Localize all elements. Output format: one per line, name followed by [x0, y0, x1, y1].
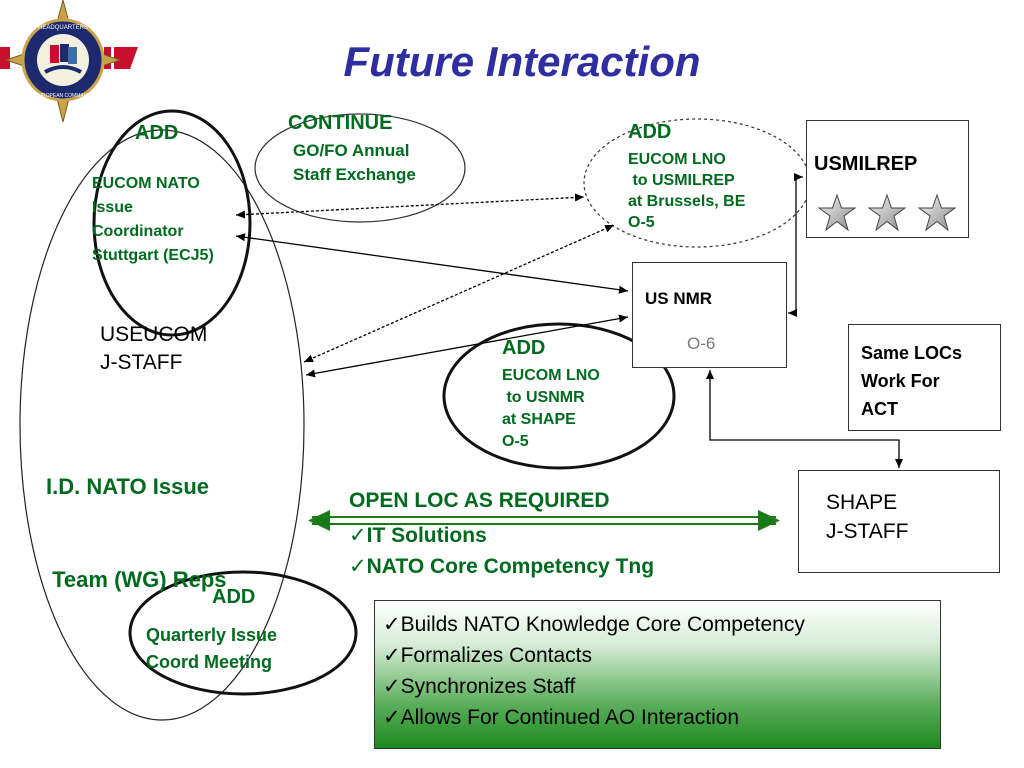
open-loc-list: ✓IT Solutions ✓NATO Core Competency Tng: [349, 520, 654, 582]
open-loc-header: OPEN LOC AS REQUIRED: [349, 489, 610, 512]
usmilrep-lno-line: to USMILREP: [628, 172, 735, 189]
benefit-text: Synchronizes Staff: [400, 675, 576, 698]
open-loc-item: ✓IT Solutions: [349, 520, 654, 551]
checkmark-icon: ✓: [383, 644, 401, 667]
usmilrep-lno-header: ADD: [628, 121, 672, 143]
ecj5-line: Stuttgart (ECJ5): [92, 247, 214, 264]
useucom-oval: [19, 129, 305, 721]
usnmr-lno-line: to USNMR: [502, 389, 585, 406]
quarterly-add-header: ADD: [212, 586, 256, 608]
shape-line: J-STAFF: [826, 520, 909, 543]
eucom-headquarters-emblem: HEADQUARTERS EUROPEAN COMMAND: [0, 0, 138, 123]
continue-line: GO/FO Annual: [293, 141, 410, 160]
shape-text: SHAPE J-STAFF: [826, 488, 908, 546]
same-locs-line: Work For: [861, 371, 940, 391]
id-nato-label: I.D. NATO Issue Team (WG) Reps: [46, 409, 227, 626]
same-locs-line: ACT: [861, 399, 898, 419]
usmilrep-lno-line: at Brussels, BE: [628, 193, 746, 210]
same-locs-line: Same LOCs: [861, 343, 963, 363]
svg-text:HEADQUARTERS: HEADQUARTERS: [38, 25, 88, 31]
us-nmr-box: US NMR O-6: [632, 262, 787, 368]
arrow-ecj5-usnmr: [235, 233, 629, 294]
same-locs-text: Same LOCs Work For ACT: [861, 339, 962, 423]
benefit-item: ✓Formalizes Contacts: [383, 640, 940, 671]
usnmr-lno-line: O-5: [502, 433, 529, 450]
arrow-useucom-usnmr: [305, 314, 629, 378]
ecj5-line: Coordinator: [92, 223, 184, 240]
continue-oval: [254, 113, 466, 223]
usnmr-lno-header: ADD: [502, 337, 546, 359]
dotted-arrow-diagonal: [303, 224, 615, 363]
benefit-text: Allows For Continued AO Interaction: [400, 706, 740, 729]
id-nato-line: Team (WG) Reps: [46, 567, 227, 592]
usmilrep-box: USMILREP: [806, 120, 969, 238]
ecj5-add-header: ADD: [135, 122, 179, 144]
benefit-text: Builds NATO Knowledge Core Competency: [400, 613, 805, 636]
open-loc-arrow-right-head: [758, 510, 780, 531]
continue-header: CONTINUE: [288, 112, 393, 134]
quarterly-oval: [128, 570, 358, 696]
useucom-line: USEUCOM: [100, 323, 208, 346]
usmilrep-lno-line: EUCOM LNO: [628, 151, 726, 168]
checkmark-icon: ✓: [349, 555, 367, 578]
usmilrep-lno-line: O-5: [628, 214, 655, 231]
svg-text:EUROPEAN COMMAND: EUROPEAN COMMAND: [35, 93, 91, 99]
benefits-box: ✓Builds NATO Knowledge Core Competency ✓…: [374, 600, 941, 749]
us-nmr-label: US NMR: [645, 289, 713, 308]
usmilrep-lno-text: EUCOM LNO to USMILREP at Brussels, BE O-…: [628, 149, 745, 233]
ecj5-oval: [92, 109, 252, 337]
usnmr-lno-line: at SHAPE: [502, 411, 576, 428]
usnmr-lno-text: EUCOM LNO to USNMR at SHAPE O-5: [502, 365, 600, 453]
dotted-arrow-top: [235, 193, 585, 219]
usnmr-lno-line: EUCOM LNO: [502, 367, 600, 384]
continue-line: Staff Exchange: [293, 165, 416, 184]
us-nmr-grade: O-6: [687, 334, 716, 353]
same-locs-box: Same LOCs Work For ACT: [848, 324, 1001, 431]
quarterly-text: Quarterly Issue Coord Meeting: [146, 622, 277, 676]
benefit-item: ✓Allows For Continued AO Interaction: [383, 702, 940, 733]
checkmark-icon: ✓: [383, 675, 401, 698]
arrow-usnmr-shape: [706, 370, 903, 468]
continue-text: GO/FO Annual Staff Exchange: [293, 139, 416, 187]
id-nato-line: I.D. NATO Issue: [46, 474, 210, 499]
ecj5-line: EUCOM NATO: [92, 175, 200, 192]
useucom-label: USEUCOM J-STAFF: [100, 321, 207, 377]
open-loc-item-text: NATO Core Competency Tng: [366, 555, 655, 578]
open-loc-item-text: IT Solutions: [366, 524, 487, 547]
open-loc-item: ✓NATO Core Competency Tng: [349, 551, 654, 582]
quarterly-line: Quarterly Issue: [146, 625, 278, 645]
open-loc-arrow-left-head: [308, 510, 330, 531]
usmilrep-label: USMILREP: [814, 153, 918, 175]
checkmark-icon: ✓: [383, 613, 401, 636]
page-title: Future Interaction: [343, 38, 701, 85]
shape-line: SHAPE: [826, 491, 898, 514]
useucom-line: J-STAFF: [100, 351, 183, 374]
shape-box: SHAPE J-STAFF: [798, 470, 1000, 573]
arrow-usmilrep-usnmr: [788, 173, 803, 317]
quarterly-line: Coord Meeting: [146, 652, 272, 672]
benefit-item: ✓Builds NATO Knowledge Core Competency: [383, 609, 940, 640]
benefit-item: ✓Synchronizes Staff: [383, 671, 940, 702]
star-icon: [817, 193, 957, 232]
ecj5-text: EUCOM NATO Issue Coordinator Stuttgart (…: [92, 172, 214, 268]
checkmark-icon: ✓: [383, 706, 401, 729]
benefit-text: Formalizes Contacts: [400, 644, 592, 667]
ecj5-line: Issue: [92, 199, 133, 216]
checkmark-icon: ✓: [349, 524, 367, 547]
